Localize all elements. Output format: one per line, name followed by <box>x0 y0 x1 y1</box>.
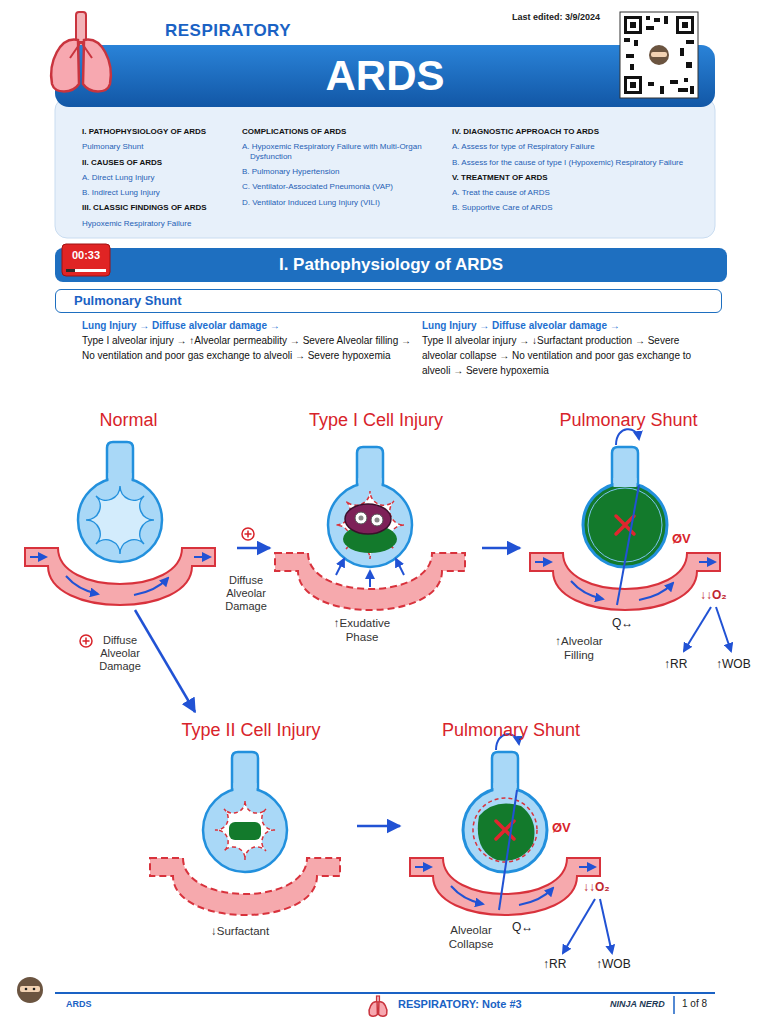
edit-date: Last edited: 3/9/2024 <box>512 12 600 22</box>
flow-arrow <box>357 825 400 828</box>
subsection-box: Pulmonary Shunt <box>55 289 722 313</box>
arrow-label: Diffuse Alveolar Damage <box>94 634 146 673</box>
flow-heading: Lung Injury → Diffuse alveolar damage → <box>422 318 714 333</box>
arrow-label: Diffuse Alveolar Damage <box>210 574 282 613</box>
footer-note: RESPIRATORY: Note #3 <box>398 998 522 1010</box>
contents-heading: III. CLASSIC FINDINGS OF ARDS <box>82 203 240 213</box>
footer-topic: ARDS <box>66 999 92 1009</box>
contents-column: I. PATHOPHYSIOLOGY OF ARDS Pulmonary Shun… <box>82 127 240 234</box>
contents-heading: II. CAUSES OF ARDS <box>82 158 240 168</box>
stage-type1: Type I Cell Injury <box>270 405 482 612</box>
stage-note: ↑Alveolar Filling <box>543 634 615 662</box>
contents-heading: COMPLICATIONS OF ARDS <box>242 127 446 137</box>
flow-heading: Lung Injury → Diffuse alveolar damage → <box>82 318 412 333</box>
plus-symbol <box>80 635 92 647</box>
node-text: Normal <box>20 405 237 431</box>
flow-text: Type II alveolar injury → ↓Surfactant pr… <box>422 333 714 378</box>
contents-item: D. Ventilator Induced Lung Injury (VILI) <box>242 198 446 208</box>
video-badge <box>62 244 110 276</box>
video-time: 00:33 <box>62 249 110 261</box>
contents-item: B. Assess for the cause of type I (Hypox… <box>452 158 714 168</box>
stage-type2: Type II Cell Injury <box>145 712 357 918</box>
flow-arrow <box>237 547 270 550</box>
brand-logo: NINJA NERD <box>610 999 665 1009</box>
contents-panel <box>55 98 715 238</box>
contents-heading: I. PATHOPHYSIOLOGY OF ARDS <box>82 127 240 137</box>
contents-column: COMPLICATIONS OF ARDS A. Hypoxemic Respir… <box>242 127 446 213</box>
contents-item: A. Treat the cause of ARDS <box>452 188 714 198</box>
type1-injured-alveolus <box>275 447 465 610</box>
effect-label: ↑WOB <box>596 957 631 971</box>
qr-code <box>620 12 698 98</box>
plus-symbol <box>242 528 254 540</box>
stage-note: Alveolar Collapse <box>436 923 506 951</box>
footer-art <box>17 977 715 1016</box>
perfusion-symbol: Q↔ <box>612 616 633 630</box>
node-text: I. Pathophysiology of ARDS <box>55 248 727 282</box>
contents-item: C. Ventilator-Associated Pneumonia (VAP) <box>242 182 446 192</box>
title-banner <box>55 45 715 107</box>
contents-heading: V. TREATMENT OF ARDS <box>452 173 714 183</box>
filled-alveolus <box>530 429 720 610</box>
flow-text: Type I alveolar injury → ↑Alveolar perme… <box>82 333 412 363</box>
ventilation-symbol: ØV <box>672 531 691 546</box>
effect-label: ↑WOB <box>716 657 751 671</box>
node-text: Type II Cell Injury <box>145 712 357 741</box>
flow-column: Lung Injury → Diffuse alveolar damage →T… <box>82 318 412 363</box>
stage-note: ↑Exudative Phase <box>320 616 404 644</box>
node-text: Pulmonary Shunt <box>400 712 622 741</box>
contents-heading: IV. DIAGNOSTIC APPROACH TO ARDS <box>452 127 714 137</box>
contents-item: Hypoxemic Respiratory Failure <box>82 219 240 229</box>
flow-arrow <box>135 610 195 712</box>
contents-item: B. Supportive Care of ARDS <box>452 203 714 213</box>
stage-note: ↓Surfactant <box>211 924 269 938</box>
flow-column: Lung Injury → Diffuse alveolar damage →T… <box>422 318 714 378</box>
page-title: ARDS <box>55 45 715 107</box>
section-band: I. Pathophysiology of ARDS <box>55 248 727 282</box>
contents-column: IV. DIAGNOSTIC APPROACH TO ARDS A. Assess… <box>452 127 714 219</box>
lungs-icon <box>51 12 111 92</box>
collapsed-alveolus <box>410 734 600 915</box>
effect-label: ↑RR <box>664 657 687 671</box>
contents-item: B. Indirect Lung Injury <box>82 188 240 198</box>
contents-item: A. Direct Lung Injury <box>82 173 240 183</box>
perfusion-symbol: Q↔ <box>512 920 533 934</box>
contents-item: A. Hypoxemic Respiratory Failure with Mu… <box>242 142 446 161</box>
node-text: Pulmonary Shunt <box>520 405 737 431</box>
node-text: Type I Cell Injury <box>270 405 482 431</box>
contents-item: B. Pulmonary Hypertension <box>242 167 446 177</box>
normal-alveolus <box>25 442 215 605</box>
type2-injured-alveolus <box>150 752 340 915</box>
contents-item: Pulmonary Shunt <box>82 142 240 152</box>
node-text: Pulmonary Shunt <box>56 290 721 311</box>
stage-shunt: Pulmonary Shunt <box>520 405 737 612</box>
flow-arrow <box>482 547 520 550</box>
oxygen-symbol: ↓↓O₂ <box>583 880 610 894</box>
oxygen-symbol: ↓↓O₂ <box>700 588 727 602</box>
effect-label: ↑RR <box>543 957 566 971</box>
page-number: 1 of 8 <box>682 998 707 1009</box>
stage-normal: Normal <box>20 405 237 610</box>
contents-item: A. Assess for type of Respiratory Failur… <box>452 142 714 152</box>
section-name: RESPIRATORY <box>165 21 291 41</box>
ventilation-symbol: ØV <box>552 820 571 835</box>
